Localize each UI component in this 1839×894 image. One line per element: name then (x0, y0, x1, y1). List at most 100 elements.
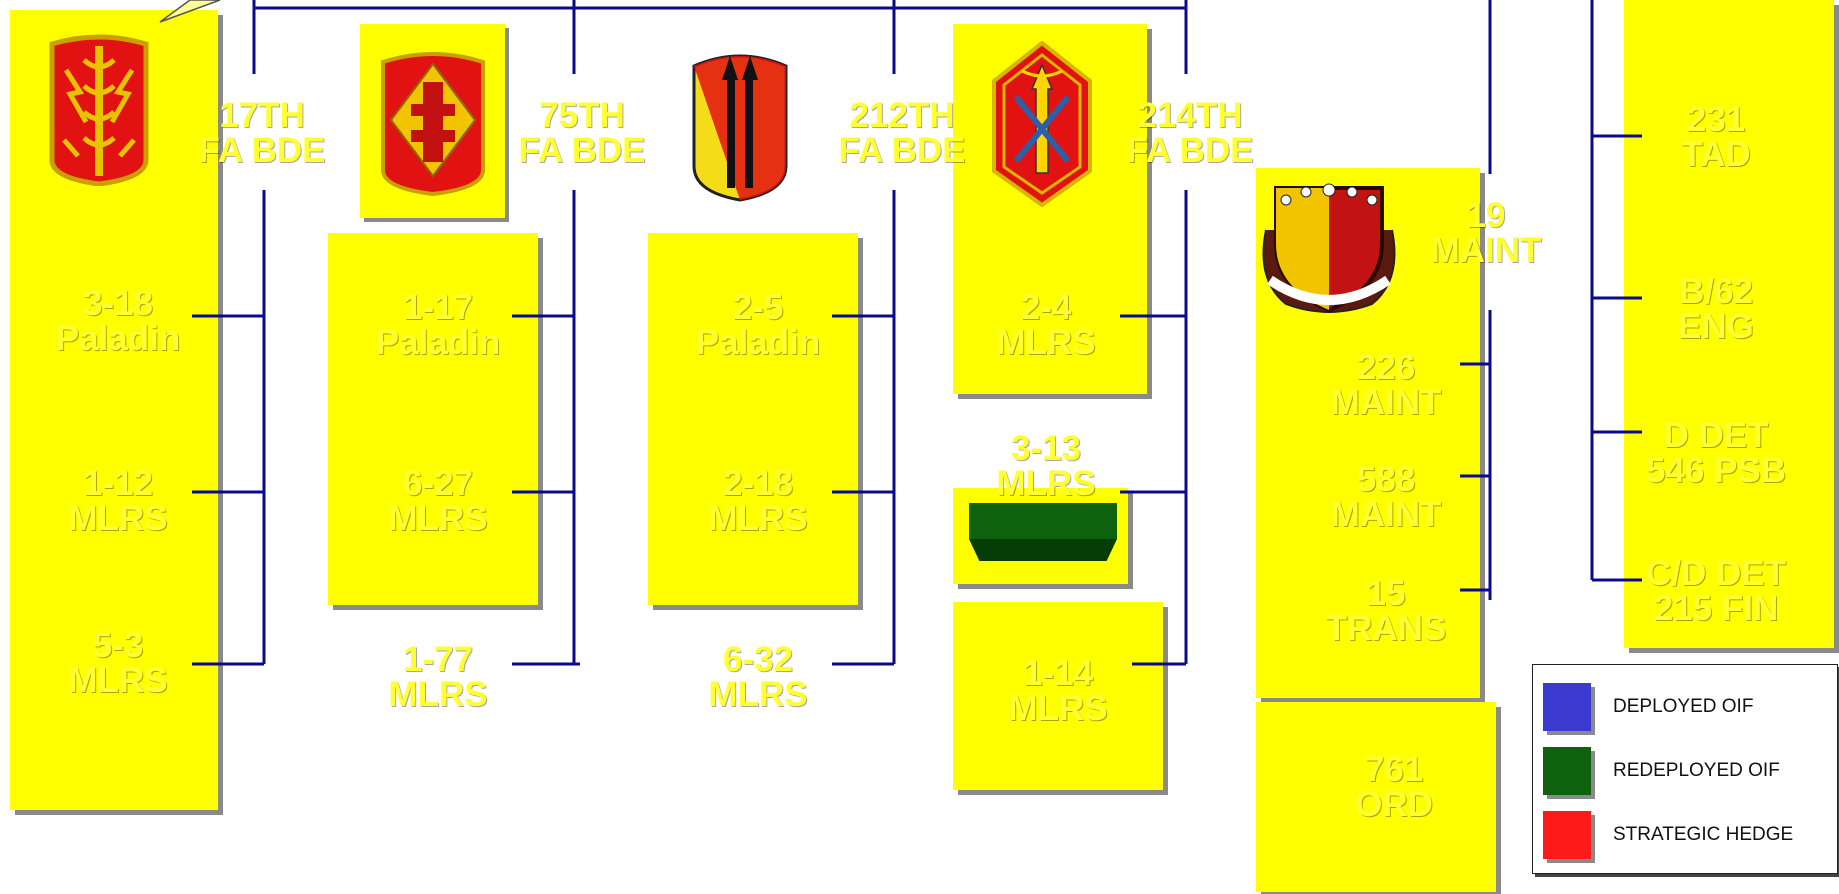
unit-bevel (44, 556, 192, 580)
legend-label: STRATEGIC HEDGE (1613, 824, 1794, 845)
unit-label-line1: 2-5 (732, 288, 784, 327)
unit-label-line1: B/62 (1679, 272, 1753, 311)
unit-bevel (364, 380, 512, 404)
unit-label-line1: 1-12 (82, 464, 154, 503)
unit-label-line2: FA BDE (518, 131, 646, 170)
unit-label-line1: 6-27 (402, 464, 474, 503)
unit-label-line1: 226 (1356, 348, 1416, 387)
unit-label-line1: 761 (1364, 750, 1424, 789)
unit-bevel (188, 188, 336, 212)
unit-label-line1: C/D DET (1646, 554, 1786, 593)
green-overlap-block (969, 503, 1117, 539)
unit-bevel (508, 188, 656, 212)
unit-bevel (972, 380, 1120, 404)
panel-214-lower (953, 602, 1163, 790)
unit-bevel (684, 556, 832, 580)
unit-bevel (684, 380, 832, 404)
unit-label-line1: 1-77 (402, 640, 474, 679)
unit-label-line2: Paladin (55, 319, 181, 358)
unit-label-line1: 75TH (539, 96, 625, 135)
crescent-arrows-patch-icon (690, 44, 790, 204)
unit-bevel (44, 376, 192, 400)
legend: DEPLOYED OIF REDEPLOYED OIF STRATEGIC HE… (1532, 664, 1838, 874)
unit-bevel (1312, 666, 1460, 690)
unit-label-line2: FA BDE (838, 131, 966, 170)
unit-label-line2: MLRS (68, 499, 168, 538)
maintenance-crest-icon (1256, 168, 1402, 318)
unit-label-line1: 2-4 (1020, 288, 1072, 327)
unit-label-line2: ENG (1678, 307, 1754, 346)
unit-bevel (684, 732, 832, 756)
unit-label (1642, 0, 1790, 34)
unit-bevel (1642, 34, 1790, 58)
unit-label-line2: MAINT (1330, 383, 1442, 422)
panel-maint-lower (1256, 702, 1496, 892)
unit-label-line1: 1-17 (402, 288, 474, 327)
legend-swatch-blue (1543, 683, 1591, 731)
panel-212-units (648, 233, 858, 605)
unit-label-line1: 6-32 (722, 640, 794, 679)
lightning-shoulder-patch-icon (44, 24, 154, 192)
legend-item-redeployed: REDEPLOYED OIF (1543, 745, 1780, 797)
unit-label-line2: MAINT (1330, 495, 1442, 534)
diamond-cannon-patch-icon (360, 24, 505, 218)
legend-item-strategic: STRATEGIC HEDGE (1543, 809, 1793, 861)
unit-label-line2: Paladin (695, 323, 821, 362)
unit-label-line2: MLRS (1008, 689, 1108, 728)
unit-label-line1: 231 (1686, 100, 1746, 139)
legend-swatch-green (1543, 747, 1591, 795)
legend-item-deployed: DEPLOYED OIF (1543, 681, 1753, 733)
unit-label-line2: MLRS (68, 661, 168, 700)
legend-label: REDEPLOYED OIF (1613, 760, 1780, 781)
unit-bevel (828, 188, 976, 212)
unit-label-line1: 212TH (849, 96, 955, 135)
unit-bevel (364, 556, 512, 580)
unit-label-line2: TAD (1681, 135, 1751, 174)
unit-label-line2: Paladin (375, 323, 501, 362)
unit-label-line1: 1-14 (1022, 654, 1094, 693)
unit-label-line2: 546 PSB (1645, 451, 1787, 490)
unit-bevel (984, 746, 1132, 770)
unit-label-line2: TRANS (1325, 609, 1447, 648)
unit-label-line2: ORD (1355, 785, 1433, 824)
unit-label-line1: 15 (1366, 574, 1406, 613)
unit-label-line1: 3-18 (82, 284, 154, 323)
unit-label-line1: 588 (1356, 460, 1416, 499)
panel-75-units (328, 233, 538, 605)
unit-bevel (1642, 508, 1790, 532)
unit-label-line2: FA BDE (1126, 131, 1254, 170)
unit-label-line1: 5-3 (92, 626, 144, 665)
unit-bevel (1642, 364, 1790, 388)
